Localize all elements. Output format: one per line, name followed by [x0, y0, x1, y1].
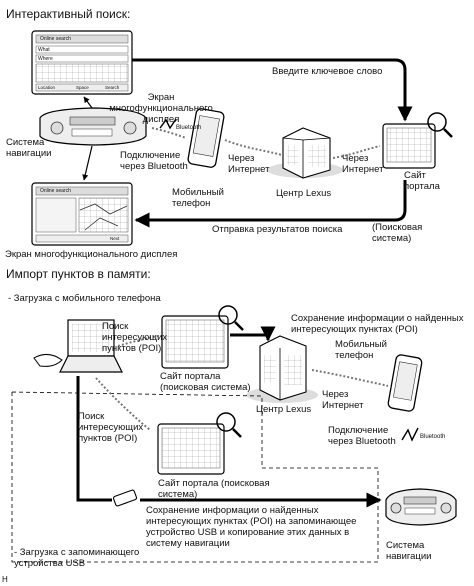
- save-poi-label: Сохранение информации о найденных интере…: [291, 313, 464, 335]
- enter-keyword-label: Введите ключевое слово: [272, 66, 383, 77]
- nav-system-label-2: Система навигации: [386, 540, 432, 562]
- screen-top-header: Online search: [40, 36, 71, 42]
- poi-search-label-2: Поиск интересующих пунктов (POI): [78, 411, 144, 444]
- arrow-portal-lexus: [230, 326, 276, 342]
- bluetooth-icon-1: [159, 118, 177, 130]
- wireless-lexus-portal: [332, 145, 381, 159]
- usb-stick: [112, 489, 138, 507]
- portal-label-1: Сайт портала: [404, 170, 440, 192]
- mfd-bottom-label: Экран многофункционального дисплея: [5, 249, 178, 260]
- bluetooth-text-2: Bluetooth: [420, 434, 446, 440]
- mobile-phone-2: [387, 354, 423, 412]
- mfd-top-label: Экран многофункционального дисплея: [109, 92, 213, 125]
- screen-top-btn-space: Space: [76, 85, 89, 90]
- section1-title: Интерактивный поиск:: [6, 7, 131, 21]
- lexus-center-label-1: Центр Lexus: [276, 188, 332, 199]
- arrow-usb-down: [76, 376, 112, 502]
- portal-site-2b: [157, 412, 242, 475]
- laptop-user: [33, 319, 123, 373]
- wireless-nav-phone: [151, 127, 187, 139]
- nav-unit-1: [39, 107, 147, 146]
- screen-top-btn-location: Location: [38, 85, 56, 90]
- arrow-nav-to-bottom: [82, 145, 93, 181]
- via-internet-right: Через Интернет: [342, 153, 384, 175]
- screen-top-row1: What: [38, 47, 50, 53]
- mfd-map-screen: [31, 182, 133, 246]
- wireless-lexus-phone: [311, 369, 389, 387]
- bluetooth-conn-label-2: Подключение через Bluetooth: [328, 425, 396, 447]
- via-internet-label-2: Через Интернет: [322, 389, 364, 411]
- search-system-label: (Поисковая система): [372, 222, 423, 244]
- via-internet-left: Через Интернет: [228, 153, 270, 175]
- screen-top-row2: Where: [38, 56, 53, 62]
- portal-site-1: [382, 112, 453, 169]
- mfd-keyboard-screen: [31, 30, 133, 95]
- nav-unit-2: [385, 488, 457, 526]
- bluetooth-text-1: Bluetooth: [176, 125, 202, 131]
- save-usb-label: Сохранение информации о найденных интере…: [146, 505, 357, 549]
- lexus-center-label-2: Центр Lexus: [256, 404, 312, 415]
- screen-bottom-next: Next: [110, 236, 120, 241]
- wireless-laptop-portal-2: [95, 377, 151, 431]
- screen-top-btn-search: Search: [105, 85, 120, 90]
- portal-site-2a: [161, 305, 244, 369]
- arrow-keyword: [132, 58, 413, 122]
- poi-search-label-1: Поиск интересующих пунктов (POI): [102, 321, 168, 354]
- corner-mark: H: [2, 575, 8, 584]
- wireless-laptop-portal: [117, 335, 159, 347]
- wireless-phone-lexus: [224, 139, 283, 156]
- screen-bottom-header: Online search: [40, 188, 71, 194]
- send-results-label: Отправка результатов поиска: [212, 224, 343, 235]
- arrow-nav-to-top: [83, 96, 93, 109]
- section2-title: Импорт пунктов в памяти:: [6, 267, 151, 281]
- mobile-phone-1: [187, 108, 225, 168]
- arrow-results: [134, 180, 407, 228]
- from-phone-label: - Загрузка с мобильного телефона: [8, 293, 161, 304]
- lexus-center-building-2: [246, 335, 318, 403]
- nav-system-label-1: Система навигации: [6, 137, 52, 159]
- usb-region-border: [11, 391, 379, 563]
- bluetooth-conn-label-1: Подключение через Bluetooth: [120, 150, 188, 172]
- portal-label-2a: Сайт портала (поисковая система): [160, 371, 251, 393]
- mobile-phone-label-1: Мобильный телефон: [172, 187, 224, 209]
- bluetooth-icon-2: [401, 427, 419, 442]
- from-usb-label: - Загрузка с запоминающего устройства US…: [14, 547, 140, 569]
- mobile-phone-label-2: Мобильный телефон: [335, 339, 387, 361]
- lexus-center-building-1: [267, 127, 343, 179]
- portal-label-2b: Сайт портала (поисковая система): [158, 478, 270, 500]
